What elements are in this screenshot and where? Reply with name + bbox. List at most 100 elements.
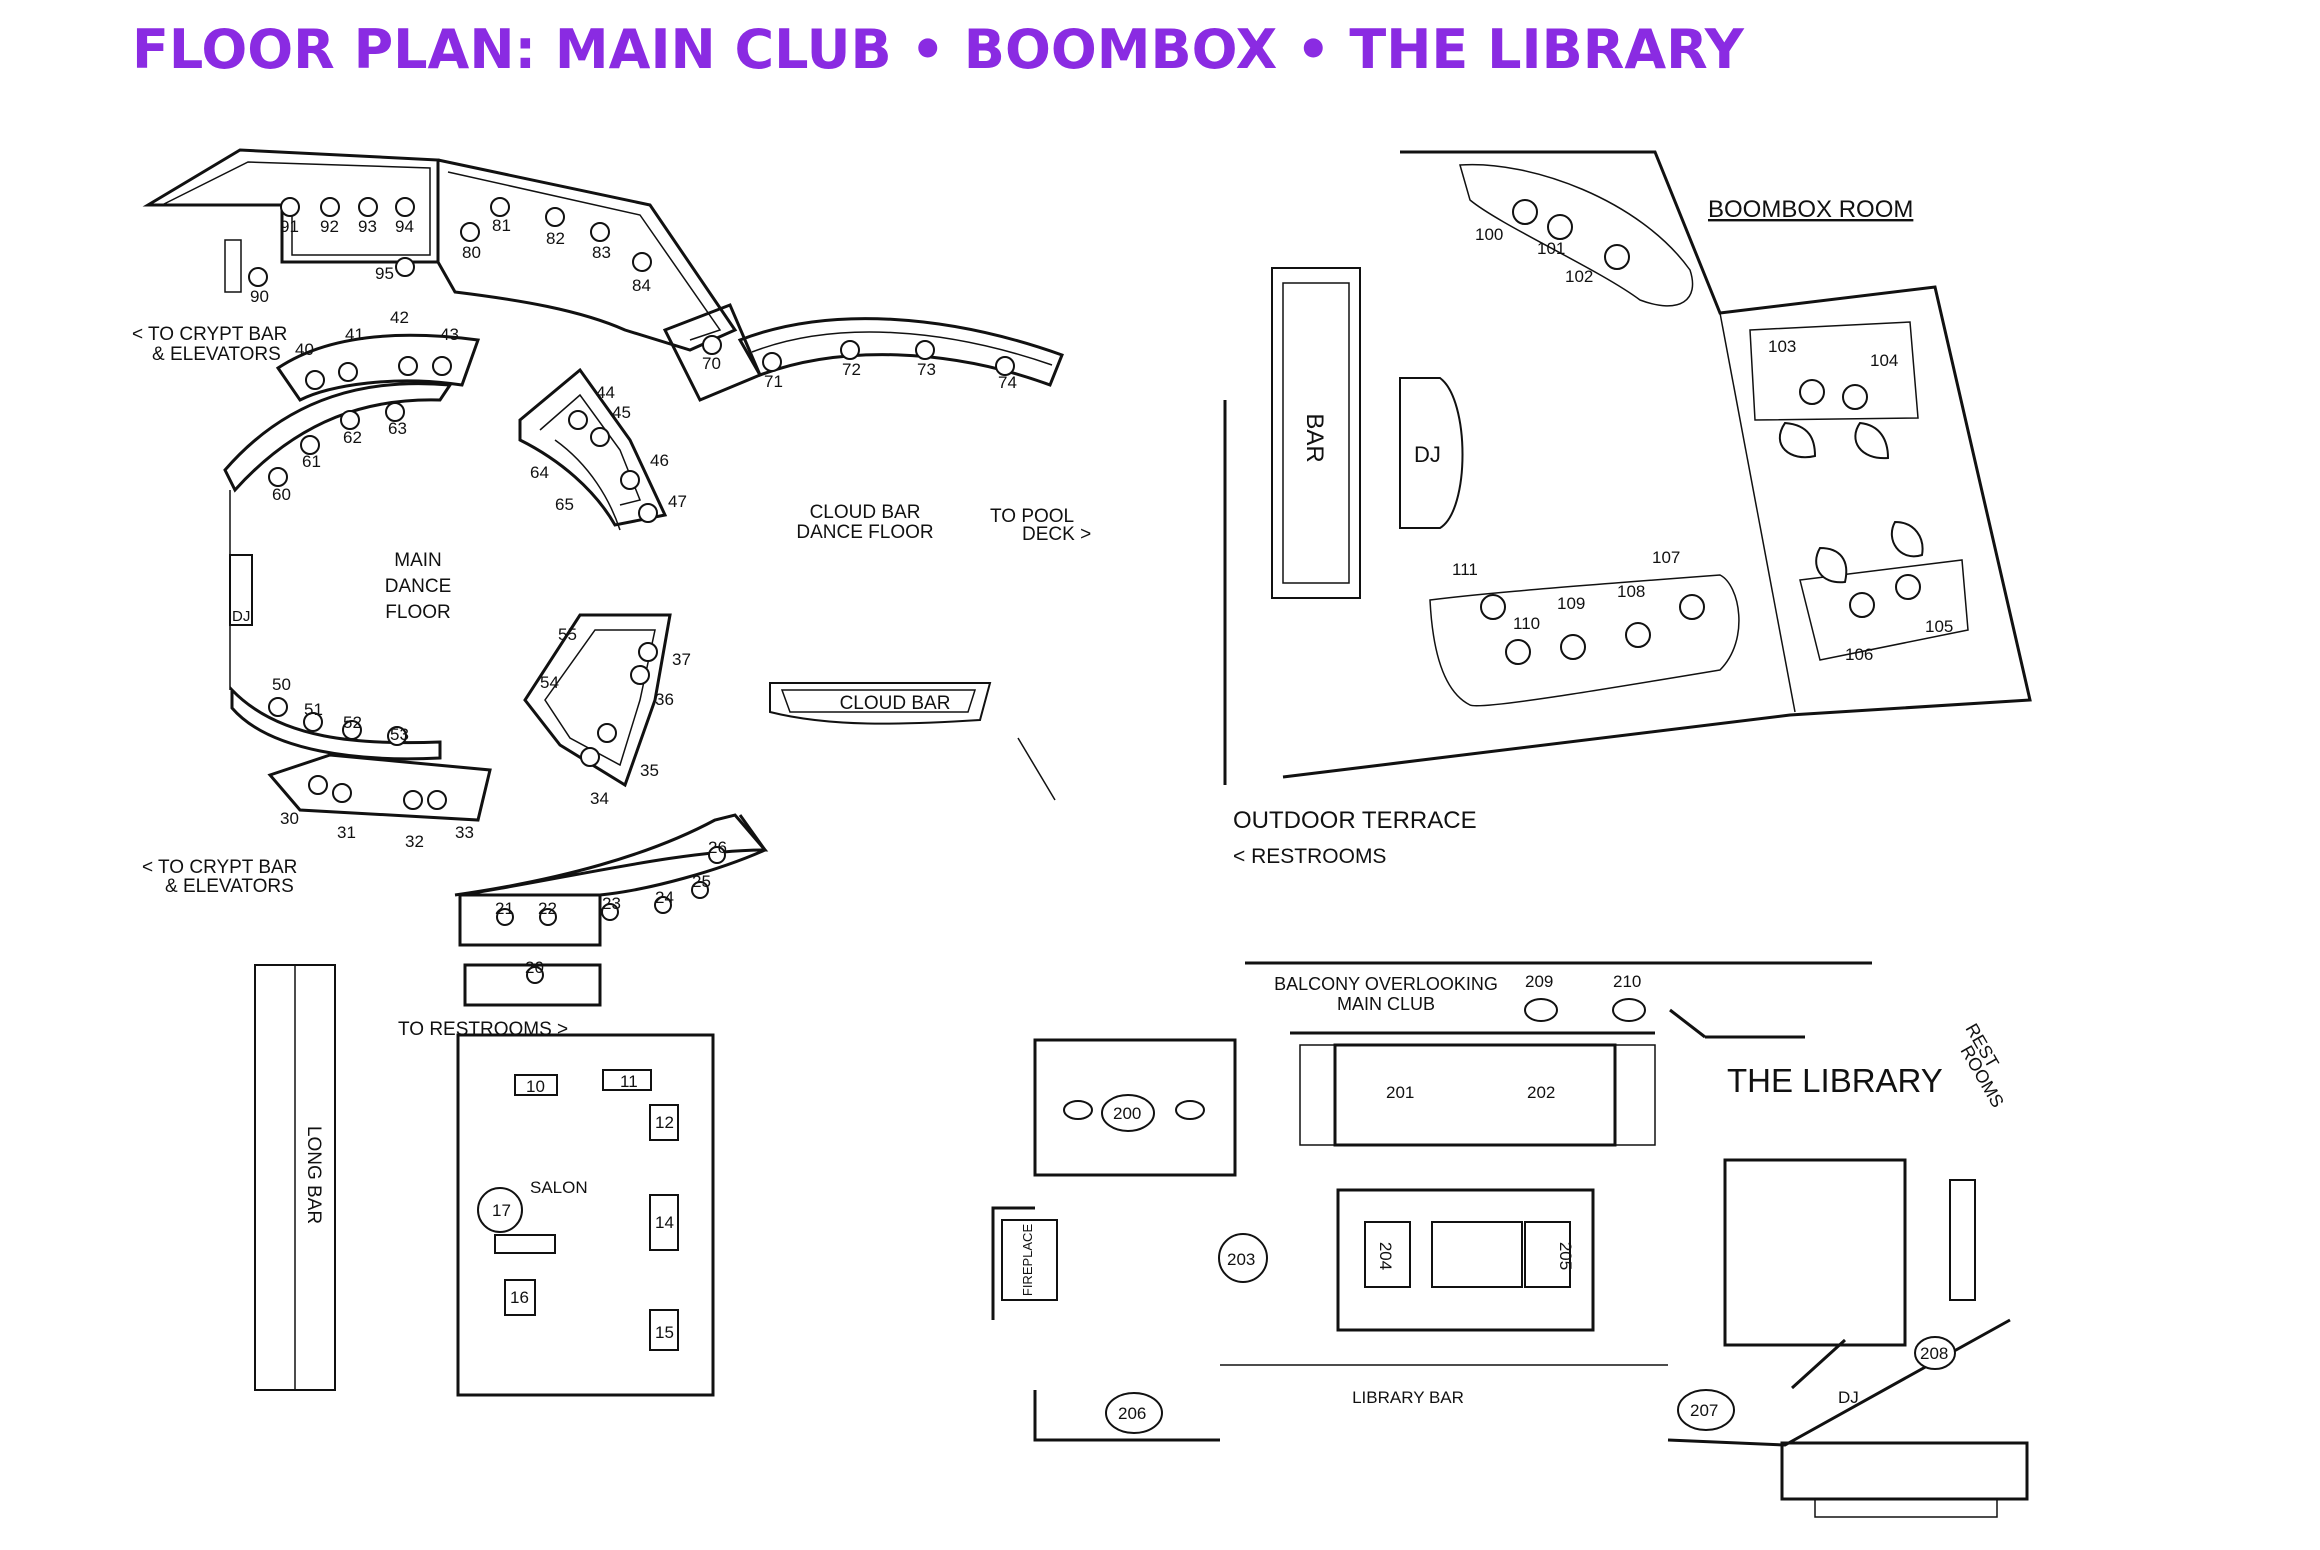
- restrooms-link-boombox[interactable]: < RESTROOMS: [1233, 845, 1386, 868]
- table-61[interactable]: 61: [302, 452, 321, 471]
- table-80[interactable]: 80: [462, 243, 481, 262]
- page-title: FLOOR PLAN: MAIN CLUB • BOOMBOX • THE LI…: [132, 18, 1745, 81]
- table-109[interactable]: 109: [1557, 594, 1585, 613]
- table-106[interactable]: 106: [1845, 645, 1873, 664]
- table-82[interactable]: 82: [546, 229, 565, 248]
- table-103[interactable]: 103: [1768, 337, 1796, 356]
- table-111[interactable]: 111: [1452, 560, 1478, 579]
- svg-text:DANCE: DANCE: [385, 576, 452, 597]
- booth-wall: [436, 158, 738, 352]
- table-26[interactable]: 26: [708, 838, 727, 857]
- library-area: [991, 961, 2029, 1518]
- table-102[interactable]: 102: [1565, 267, 1593, 286]
- table-51[interactable]: 51: [304, 700, 323, 719]
- dj-label: DJ: [232, 608, 250, 625]
- table-25[interactable]: 25: [692, 872, 711, 891]
- table-91[interactable]: 91: [280, 217, 299, 236]
- table-70[interactable]: 70: [702, 354, 721, 373]
- table-30[interactable]: 30: [280, 809, 299, 828]
- table-209[interactable]: 209: [1525, 972, 1553, 991]
- table-84[interactable]: 84: [632, 276, 651, 295]
- crypt-bar-link[interactable]: < TO CRYPT BAR: [132, 324, 287, 345]
- table-210[interactable]: 210: [1613, 972, 1641, 991]
- main-club-area: [142, 148, 1064, 1397]
- table-95[interactable]: 95: [375, 264, 394, 283]
- table-74[interactable]: 74: [998, 373, 1017, 392]
- table-21[interactable]: 21: [495, 899, 514, 918]
- table-41[interactable]: 41: [345, 325, 364, 344]
- table-200[interactable]: 200: [1113, 1104, 1141, 1123]
- table-65[interactable]: 65: [555, 495, 574, 514]
- restrooms-link[interactable]: TO RESTROOMS >: [398, 1019, 568, 1040]
- table-101[interactable]: 101: [1537, 239, 1565, 258]
- library-room-200: [1033, 1038, 1237, 1177]
- table-94[interactable]: 94: [395, 217, 414, 236]
- table-90[interactable]: 90: [250, 287, 269, 306]
- crypt-bar-link-bottom[interactable]: < TO CRYPT BAR: [142, 857, 297, 878]
- table-201[interactable]: 201: [1386, 1083, 1414, 1102]
- table-36[interactable]: 36: [655, 690, 674, 709]
- table-93[interactable]: 93: [358, 217, 377, 236]
- table-107[interactable]: 107: [1652, 548, 1680, 567]
- table-62[interactable]: 62: [343, 428, 362, 447]
- table-16[interactable]: 16: [510, 1288, 529, 1307]
- table-23[interactable]: 23: [602, 894, 621, 913]
- table-92[interactable]: 92: [320, 217, 339, 236]
- table-32[interactable]: 32: [405, 832, 424, 851]
- table-47[interactable]: 47: [668, 492, 687, 511]
- table-105[interactable]: 105: [1925, 617, 1953, 636]
- table-22[interactable]: 22: [538, 899, 557, 918]
- boombox-bar: [1271, 267, 1361, 599]
- table-20[interactable]: 20: [525, 958, 544, 977]
- table-54[interactable]: 54: [540, 673, 559, 692]
- table-81[interactable]: 81: [492, 216, 511, 235]
- table-31[interactable]: 31: [337, 823, 356, 842]
- table-64[interactable]: 64: [530, 463, 549, 482]
- table-12[interactable]: 12: [655, 1113, 674, 1132]
- table-204[interactable]: 204: [1376, 1242, 1395, 1270]
- table-205[interactable]: 205: [1556, 1242, 1575, 1270]
- table-83[interactable]: 83: [592, 243, 611, 262]
- table-110[interactable]: 110: [1513, 614, 1540, 633]
- table-63[interactable]: 63: [388, 419, 407, 438]
- table-202[interactable]: 202: [1527, 1083, 1555, 1102]
- outdoor-terrace-label: OUTDOOR TERRACE: [1233, 807, 1477, 834]
- boombox-room-title: BOOMBOX ROOM: [1708, 196, 1913, 223]
- table-15[interactable]: 15: [655, 1323, 674, 1342]
- table-71[interactable]: 71: [764, 372, 783, 391]
- table-45[interactable]: 45: [612, 403, 631, 422]
- table-35[interactable]: 35: [640, 761, 659, 780]
- table-72[interactable]: 72: [842, 360, 861, 379]
- table-10[interactable]: 10: [526, 1077, 545, 1096]
- table-108[interactable]: 108: [1617, 582, 1645, 601]
- table-14[interactable]: 14: [655, 1213, 674, 1232]
- table-207[interactable]: 207: [1690, 1401, 1718, 1420]
- table-206[interactable]: 206: [1118, 1404, 1146, 1423]
- table-53[interactable]: 53: [390, 725, 409, 744]
- table-60[interactable]: 60: [272, 485, 291, 504]
- table-33[interactable]: 33: [455, 823, 474, 842]
- table-40[interactable]: 40: [295, 340, 314, 359]
- table-55[interactable]: 55: [558, 625, 577, 644]
- table-44[interactable]: 44: [596, 383, 615, 402]
- table-42[interactable]: 42: [390, 308, 409, 327]
- table-104[interactable]: 104: [1870, 351, 1898, 370]
- table-34[interactable]: 34: [590, 789, 609, 808]
- table-11[interactable]: 11: [620, 1072, 638, 1091]
- table-100[interactable]: 100: [1475, 225, 1503, 244]
- table-50[interactable]: 50: [272, 675, 291, 694]
- table-24[interactable]: 24: [655, 888, 674, 907]
- table-37[interactable]: 37: [672, 650, 691, 669]
- table-52[interactable]: 52: [343, 713, 362, 732]
- library-dj-label: DJ: [1838, 1388, 1859, 1407]
- table-43[interactable]: 43: [440, 325, 459, 344]
- table-203[interactable]: 203: [1227, 1250, 1255, 1269]
- table-208[interactable]: 208: [1920, 1344, 1948, 1363]
- boombox-dj-booth: [1399, 377, 1464, 529]
- pool-deck-link[interactable]: TO POOL: [990, 506, 1074, 527]
- table-17[interactable]: 17: [492, 1201, 511, 1220]
- table-46[interactable]: 46: [650, 451, 669, 470]
- salon-room: [456, 1033, 715, 1397]
- table-73[interactable]: 73: [917, 360, 936, 379]
- library-shelf-block: [1723, 1158, 1907, 1347]
